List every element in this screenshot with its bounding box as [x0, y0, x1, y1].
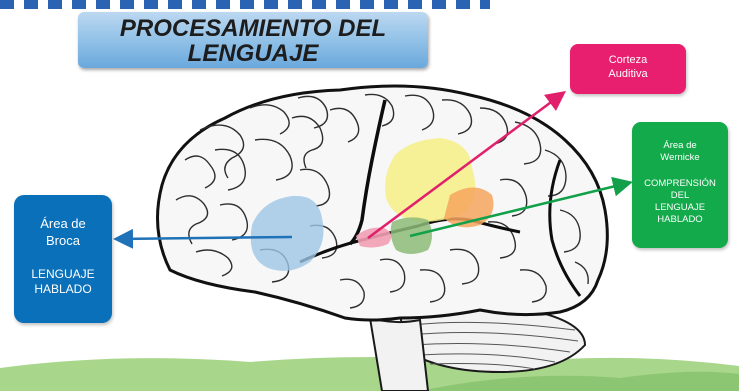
- wernicke-label-box: Área de Wernicke COMPRENSIÓN DEL LENGUAJ…: [632, 122, 728, 248]
- wernicke-name: Área de Wernicke: [660, 140, 700, 163]
- occipital-sulcus: [548, 159, 582, 297]
- auditory-cortex-region: [356, 227, 392, 248]
- green-ground-dark: [420, 371, 739, 391]
- orange-region: [444, 187, 494, 228]
- auditory-arrow: [367, 91, 567, 240]
- broca-name: Área de Broca: [40, 216, 86, 248]
- cerebrum: [156, 84, 609, 322]
- wernicke-arrow: [409, 176, 633, 238]
- auditory-cortex-name: Corteza Auditiva: [608, 54, 648, 80]
- central-sulcus: [348, 99, 387, 246]
- broca-label-box: Área de Broca LENGUAJE HABLADO: [14, 195, 112, 323]
- cerebellum-folds: [409, 321, 579, 370]
- auditory-cortex-label-box: Corteza Auditiva: [570, 44, 686, 94]
- wernicke-function: COMPRENSIÓN DEL LENGUAJE HABLADO: [644, 178, 716, 225]
- title-banner: PROCESAMIENTO DEL LENGUAJE: [78, 12, 428, 68]
- broca-function: LENGUAJE HABLADO: [31, 267, 95, 296]
- decorative-dashed-border: [0, 0, 490, 9]
- diagram-title: PROCESAMIENTO DEL LENGUAJE: [119, 15, 387, 67]
- broca-region: [250, 195, 324, 271]
- broca-arrow: [113, 228, 293, 249]
